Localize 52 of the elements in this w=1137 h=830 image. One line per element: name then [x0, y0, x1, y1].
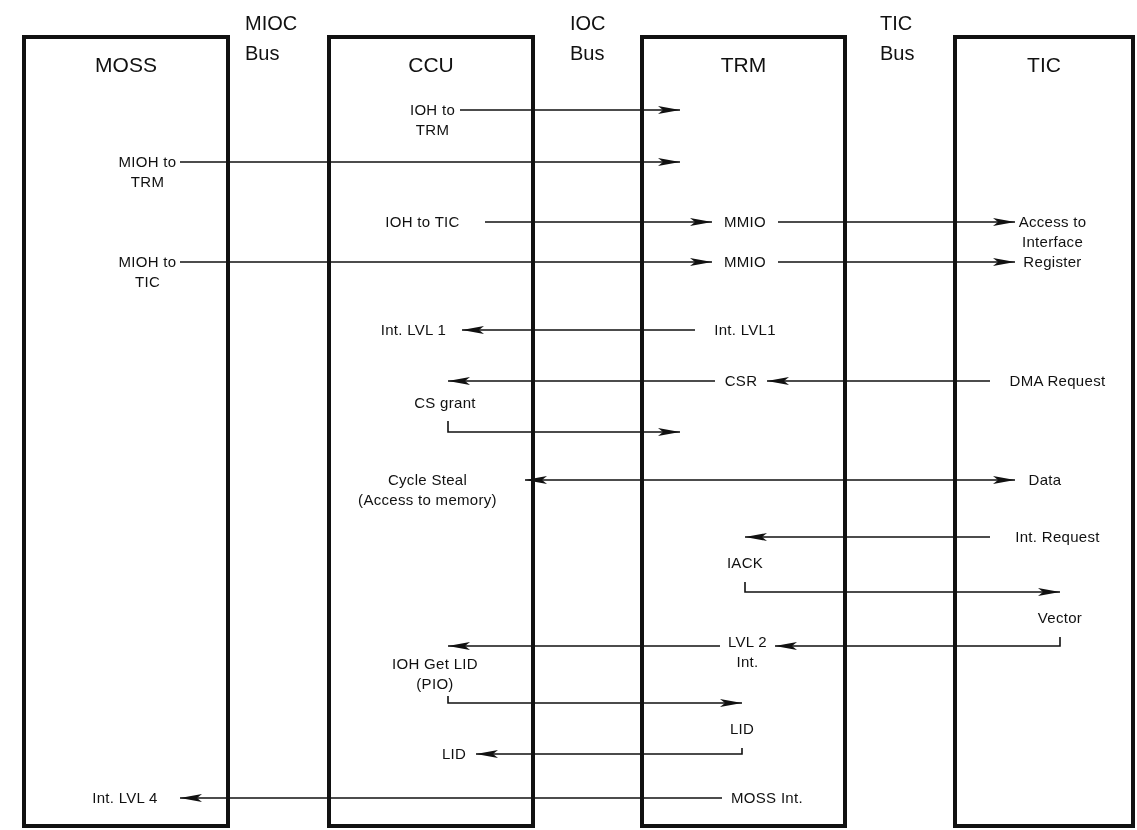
arrow — [461, 326, 696, 334]
message-label: LID — [720, 703, 764, 748]
bus-label: IOC Bus — [570, 11, 607, 66]
bus-label: TIC Bus — [880, 11, 916, 66]
message-label: IACK — [712, 537, 778, 582]
message-label: Int. LVL 1 — [365, 320, 462, 340]
lane-title: CCU — [407, 53, 455, 77]
arrow — [447, 420, 681, 436]
message-label: MOSS Int. — [722, 788, 812, 808]
lane-box — [640, 35, 847, 828]
message-label: Cycle Steal (Access to memory) — [330, 470, 525, 510]
message-label: IOH to TIC — [360, 212, 485, 232]
arrow — [777, 258, 1016, 266]
arrow — [744, 533, 991, 541]
message-label: MMIO — [712, 212, 778, 232]
message-label: Int. Request — [990, 527, 1125, 547]
message-label: Int. LVL1 — [695, 320, 795, 340]
message-label: MMIO — [712, 252, 778, 272]
arrow — [459, 106, 681, 114]
arrow — [777, 218, 1016, 226]
message-label: MIOH to TRM — [115, 152, 180, 192]
message-label: DMA Request — [990, 371, 1125, 391]
message-label: CSR — [715, 371, 767, 391]
arrow — [774, 636, 1061, 650]
message-label: CS grant — [395, 381, 495, 421]
lane-box — [953, 35, 1135, 828]
arrow — [766, 377, 991, 385]
message-label: Int. LVL 4 — [70, 788, 180, 808]
message-label: Data — [1015, 470, 1075, 490]
lane-box — [327, 35, 535, 828]
arrow — [447, 695, 743, 707]
lane-title: TIC — [1026, 53, 1062, 77]
message-label: LID — [432, 744, 476, 764]
message-label: Access to Interface Register — [1015, 212, 1090, 272]
arrow — [179, 258, 713, 266]
lane-title: TRM — [719, 53, 768, 77]
bus-label: MIOC Bus — [245, 11, 295, 66]
double-arrow — [524, 476, 1016, 484]
message-label: MIOH to TIC — [115, 252, 180, 292]
lane-box — [22, 35, 230, 828]
arrow — [484, 218, 713, 226]
arrow — [179, 794, 723, 802]
lane-title: MOSS — [94, 53, 158, 77]
arrow — [475, 747, 743, 758]
message-label: IOH to TRM — [405, 100, 460, 140]
arrow — [179, 158, 681, 166]
message-label: Vector — [1020, 592, 1100, 637]
arrow — [447, 377, 716, 385]
arrow — [447, 642, 721, 650]
message-label: IOH Get LID (PIO) — [370, 646, 500, 696]
message-label: LVL 2 Int. — [720, 632, 775, 672]
arrow — [744, 581, 1061, 596]
